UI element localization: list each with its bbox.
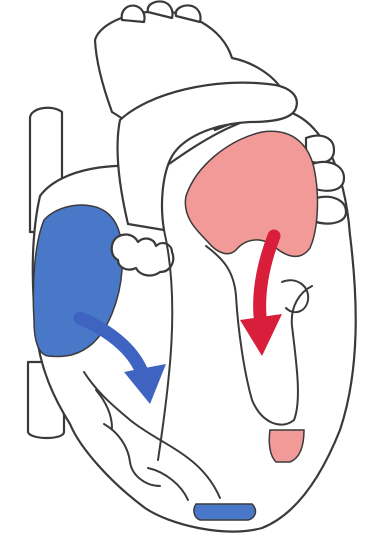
aortic-branch-1 bbox=[122, 6, 145, 22]
pulmonary-vein-lower bbox=[316, 197, 346, 224]
right-ventricle-blue bbox=[194, 504, 256, 520]
